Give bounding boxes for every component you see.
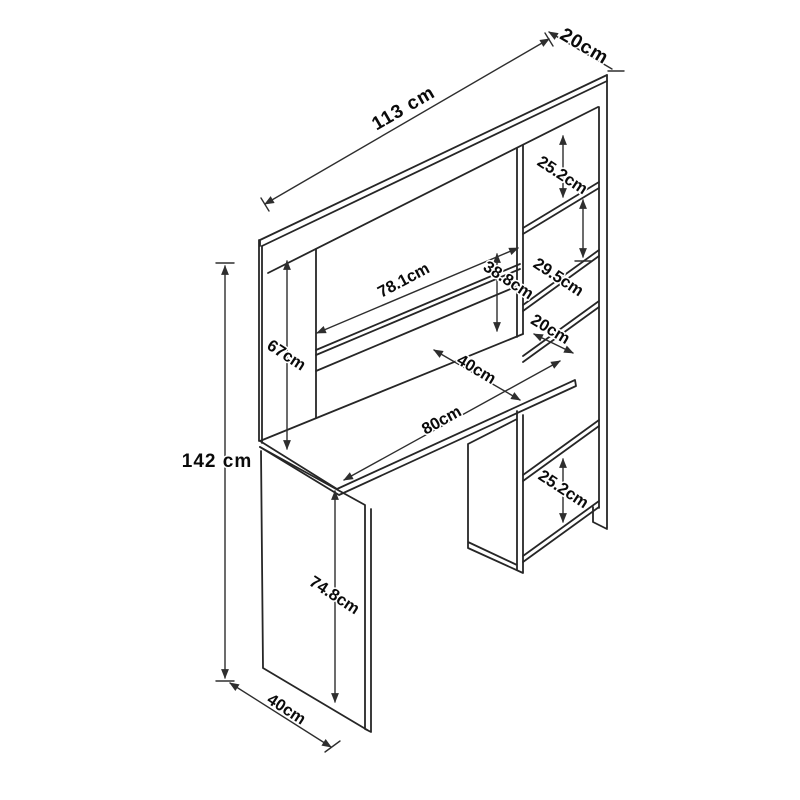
dim-label-desk-depth: 40cm	[454, 351, 499, 388]
dim-label-base-depth: 40cm	[264, 690, 309, 728]
dim-tick-overall-width-right	[544, 32, 554, 47]
dim-line-hutch-inner-width	[316, 247, 519, 334]
desk-right-pedestal	[467, 410, 524, 574]
desk-left-side-panel	[259, 446, 372, 733]
dim-label-hutch-inner-width: 78.1cm	[375, 259, 433, 301]
dim-label-top-depth: 20cm	[556, 24, 612, 69]
hutch-left-panel	[258, 239, 317, 444]
hutch-divider-panel	[516, 144, 524, 338]
dim-label-overall-height: 142 cm	[182, 451, 252, 472]
right-column-shelves	[522, 181, 600, 563]
dimension-labels: 113 cm 20cm 142 cm 67cm 78.1cm 38.8cm 40…	[180, 23, 613, 730]
dim-tick-base-depth	[324, 740, 341, 753]
dimension-lines	[215, 31, 625, 753]
dim-line-desk-width	[343, 360, 561, 481]
dim-tick-overall-width-left	[260, 197, 270, 212]
dim-line-overall-width	[264, 38, 550, 205]
dim-line-shelf-gap-third	[533, 333, 574, 354]
dim-label-hutch-inner-height: 38.8cm	[480, 258, 537, 304]
dim-line-base-depth	[229, 682, 332, 748]
right-column-side-panel	[592, 74, 608, 530]
dim-line-top-depth	[548, 31, 613, 70]
